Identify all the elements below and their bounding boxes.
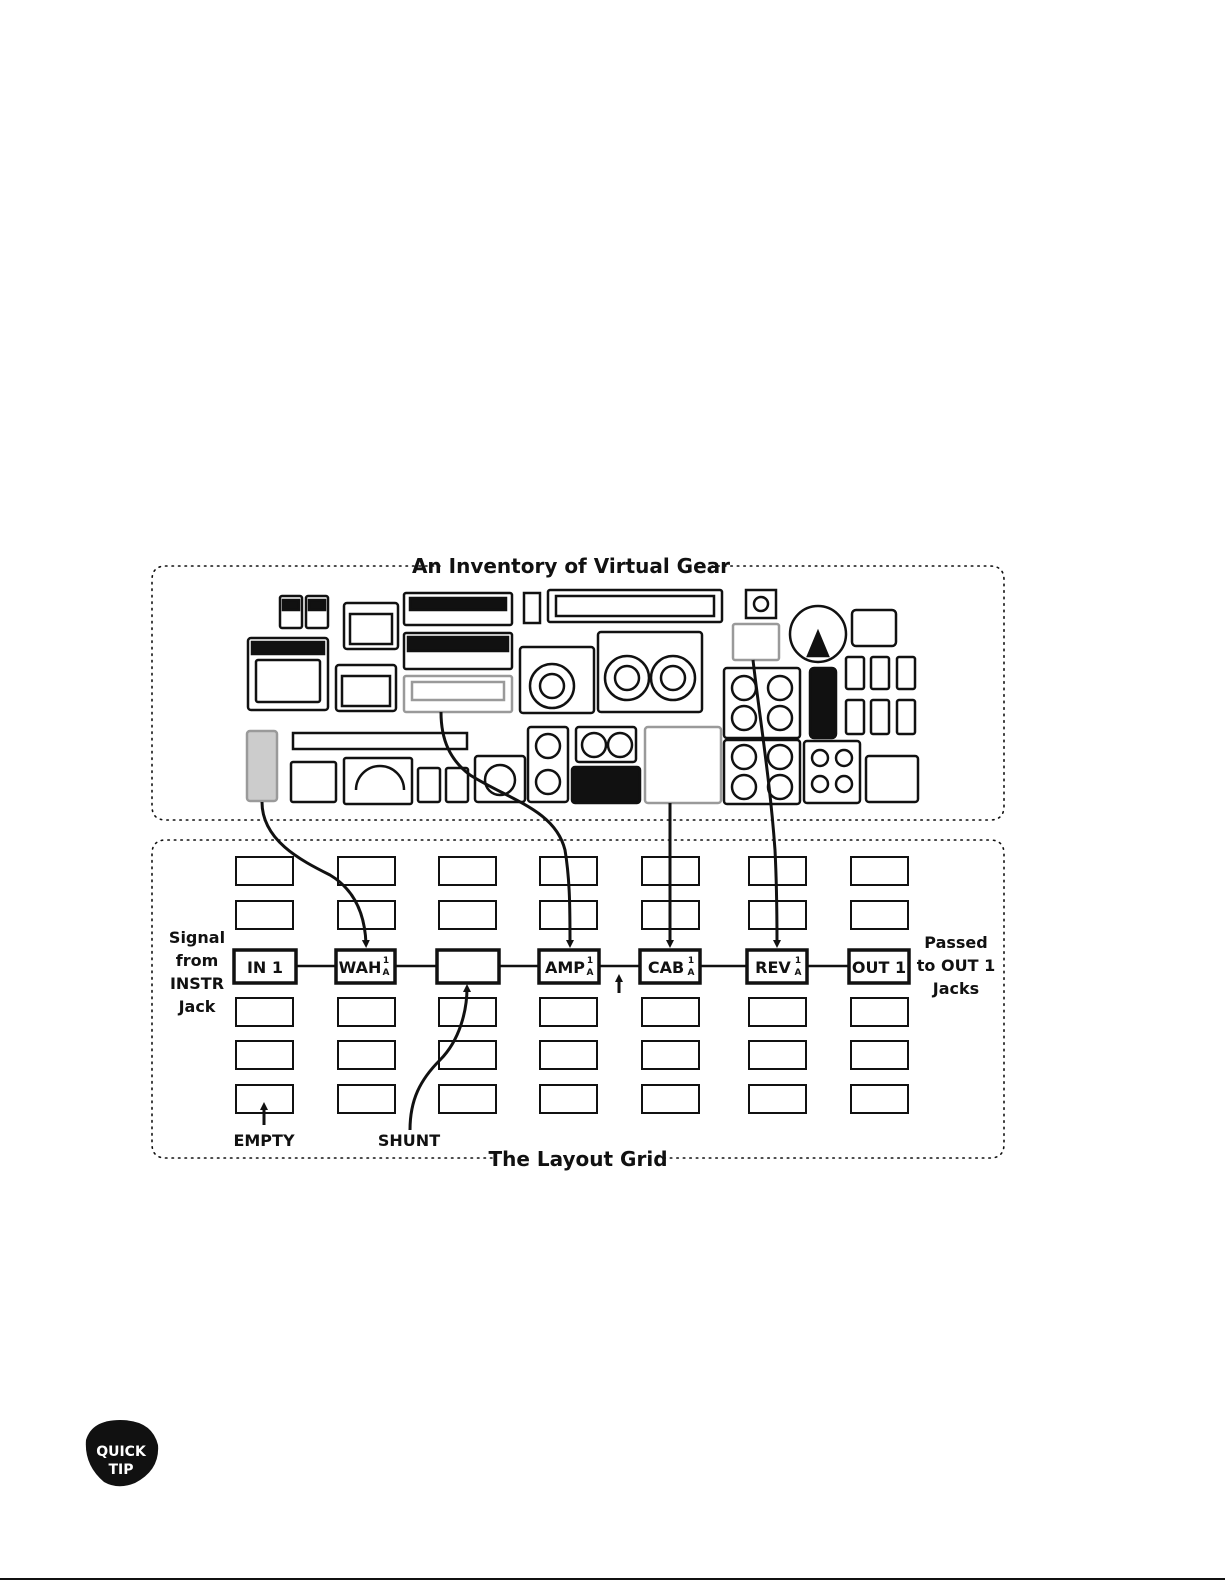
empty-grid-cell[interactable] [338,998,395,1026]
empty-grid-cell[interactable] [851,857,908,885]
svg-text:A: A [383,968,390,978]
empty-grid-cell[interactable] [642,1041,699,1069]
passed-to-label: Passed to OUT 1 Jacks [917,933,995,998]
svg-text:1: 1 [587,956,593,966]
empty-grid-cell[interactable] [749,1041,806,1069]
empty-grid-cell[interactable] [236,901,293,929]
grid-title: The Layout Grid [488,1147,667,1171]
empty-grid-cell[interactable] [540,998,597,1026]
empty-grid-cell[interactable] [749,998,806,1026]
chain-block-amp[interactable]: AMP 1 A [539,950,599,983]
empty-grid-cell[interactable] [540,1085,597,1113]
small-amp-icon [336,603,398,711]
svg-text:AMP: AMP [545,958,585,977]
empty-grid-cell[interactable] [642,1085,699,1113]
empty-grid-cell[interactable] [236,857,293,885]
chain-block-rev[interactable]: REV 1 A [747,950,807,983]
grid-cells [236,857,908,1113]
svg-text:CAB: CAB [648,958,684,977]
shunt-label: SHUNT [378,1131,440,1150]
chain-block-out[interactable]: OUT 1 [849,950,909,983]
svg-text:Signal: Signal [169,928,225,947]
empty-grid-cell[interactable] [236,1041,293,1069]
chain-block-shunt[interactable] [437,950,499,983]
svg-text:A: A [795,968,802,978]
empty-grid-cell[interactable] [439,901,496,929]
empty-grid-cell[interactable] [851,998,908,1026]
svg-text:Jacks: Jacks [932,979,979,998]
svg-text:1: 1 [795,956,801,966]
empty-grid-cell[interactable] [851,901,908,929]
empty-grid-cell[interactable] [439,857,496,885]
empty-grid-cell[interactable] [338,1041,395,1069]
cabinet-icon [528,727,721,803]
svg-text:REV: REV [755,958,791,977]
empty-grid-cell[interactable] [439,1041,496,1069]
svg-text:to OUT 1: to OUT 1 [917,956,995,975]
empty-grid-cell[interactable] [439,1085,496,1113]
empty-grid-cell[interactable] [642,998,699,1026]
bottom-rule [0,1578,1225,1580]
empty-grid-cell[interactable] [851,1041,908,1069]
svg-text:Jack: Jack [178,997,216,1016]
svg-text:WAH: WAH [339,958,382,977]
empty-grid-cell[interactable] [338,857,395,885]
combo-amp-icon [248,638,328,710]
empty-grid-cell[interactable] [338,901,395,929]
signal-from-label: Signal from INSTR Jack [169,928,225,1016]
svg-text:1: 1 [688,956,694,966]
chain-block-wah[interactable]: WAH 1 A [336,950,395,983]
empty-label: EMPTY [233,1131,294,1150]
speaker-combo-icon [520,632,702,713]
empty-grid-cell[interactable] [338,1085,395,1113]
wah-pedal-icon [247,731,277,801]
stompbox-icon [291,756,525,804]
svg-text:A: A [587,968,594,978]
svg-text:IN 1: IN 1 [247,958,283,977]
inventory-title: An Inventory of Virtual Gear [412,554,730,578]
empty-grid-cell[interactable] [540,1041,597,1069]
amp-head-icon [404,593,512,712]
svg-text:Passed: Passed [924,933,987,952]
quick-tip-line2: TIP [108,1462,133,1478]
chain-block-cab[interactable]: CAB 1 A [640,950,700,983]
speaker-stack-icon [724,668,860,804]
chain-block-in[interactable]: IN 1 [234,950,296,983]
quick-tip-line1: QUICK [96,1444,147,1460]
svg-text:INSTR: INSTR [170,974,224,993]
empty-grid-cell[interactable] [749,1085,806,1113]
svg-text:1: 1 [383,956,389,966]
svg-text:A: A [688,968,695,978]
empty-grid-cell[interactable] [236,998,293,1026]
pedal-icon [280,596,328,628]
gear-illustrations [247,590,918,804]
svg-text:from: from [176,951,219,970]
empty-grid-cell[interactable] [851,1085,908,1113]
quick-tip-badge: QUICK TIP [86,1420,158,1486]
svg-text:OUT 1: OUT 1 [852,958,906,977]
